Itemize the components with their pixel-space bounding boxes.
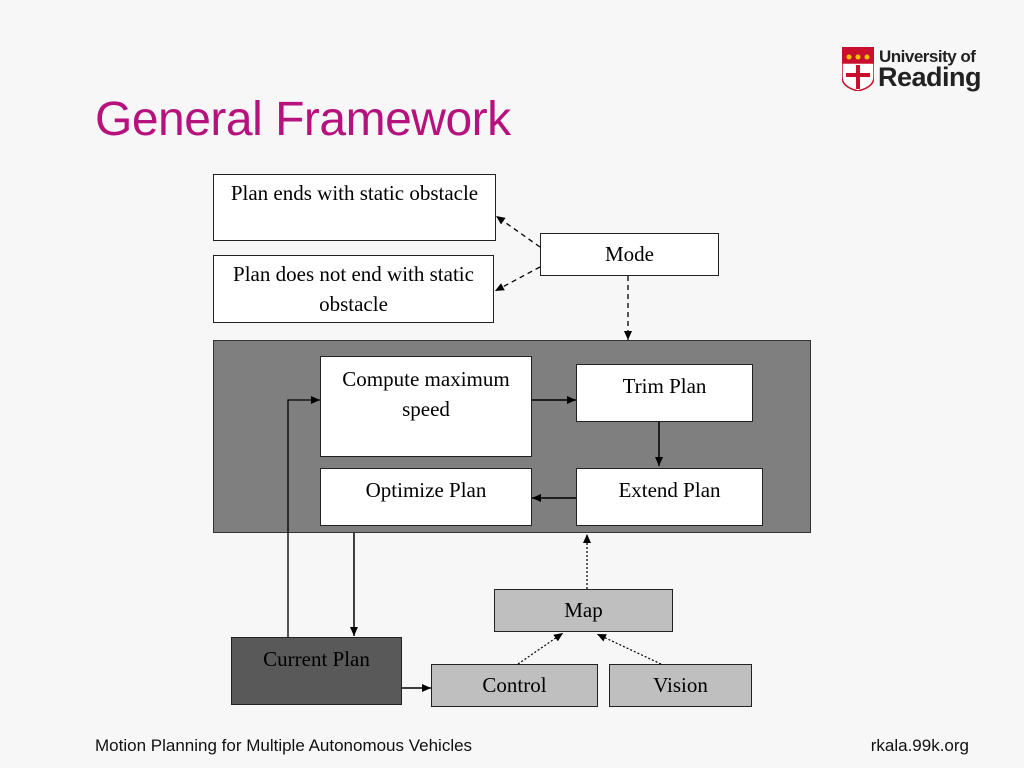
footer-right: rkala.99k.org: [870, 736, 969, 755]
box-optimize-plan: Optimize Plan: [320, 468, 532, 526]
box-trim-plan: Trim Plan: [576, 364, 753, 422]
box-current-plan: Current Plan: [231, 637, 402, 705]
arrow-current-plan-to-compute: [287, 396, 320, 637]
logo-line2: Reading: [878, 62, 982, 92]
box-compute-max-speed: Compute maximum speed: [320, 356, 532, 457]
arrow-control-to-map: [517, 632, 564, 665]
box-plan-ends-static: Plan ends with static obstacle: [213, 174, 496, 241]
arrow-mode-to-plan-not-end: [494, 266, 541, 292]
footer-left: Motion Planning for Multiple Autonomous …: [95, 736, 473, 755]
box-map: Map: [494, 589, 673, 632]
box-extend-plan: Extend Plan: [576, 468, 763, 526]
box-control: Control: [431, 664, 598, 707]
arrow-vision-to-map: [596, 633, 662, 665]
box-plan-not-end-static: Plan does not end with static obstacle: [213, 255, 494, 323]
box-vision: Vision: [609, 664, 752, 707]
university-shield-icon: [842, 47, 874, 91]
box-mode: Mode: [540, 233, 719, 276]
slide-title: General Framework: [95, 93, 511, 146]
university-logo: University of Reading: [842, 47, 982, 93]
logo-line1: University of: [879, 47, 976, 66]
arrow-mode-to-plan-ends: [495, 215, 541, 248]
